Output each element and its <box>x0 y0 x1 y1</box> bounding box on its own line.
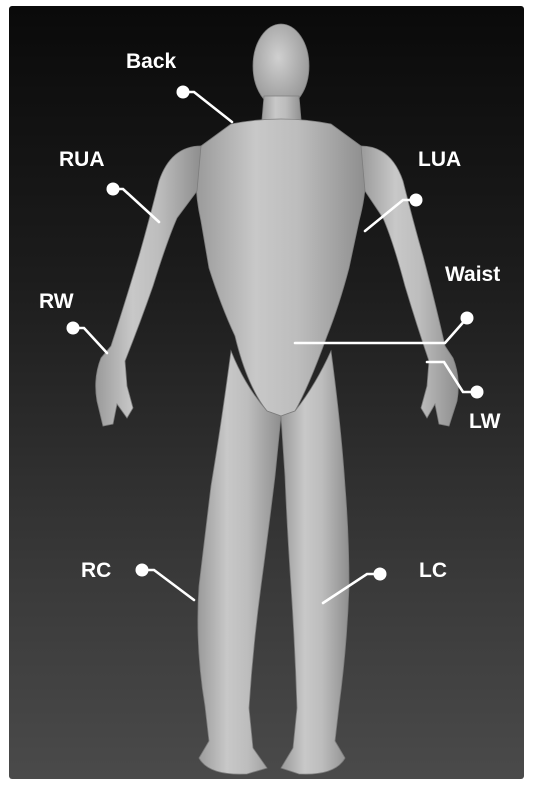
waist-marker <box>461 312 474 325</box>
back-leader <box>183 92 232 122</box>
rc-marker <box>136 564 149 577</box>
rc-label: RC <box>81 560 111 581</box>
lua-label: LUA <box>418 149 461 170</box>
body-diagram: Back RUA LUA Waist RW LW RC LC <box>9 6 524 779</box>
human-figure <box>9 6 524 779</box>
lc-marker <box>374 568 387 581</box>
right-leg <box>198 351 281 774</box>
head <box>253 24 309 108</box>
back-label: Back <box>126 51 176 72</box>
rua-marker <box>107 183 120 196</box>
waist-label: Waist <box>445 264 500 285</box>
rw-label: RW <box>39 291 74 312</box>
rw-marker <box>67 322 80 335</box>
torso <box>196 119 366 416</box>
back-marker <box>177 86 190 99</box>
left-leg <box>281 351 349 774</box>
lc-label: LC <box>419 560 447 581</box>
lua-marker <box>410 194 423 207</box>
lw-marker <box>471 386 484 399</box>
rua-leader <box>113 189 159 222</box>
rua-label: RUA <box>59 149 105 170</box>
lw-label: LW <box>469 411 501 432</box>
rc-leader <box>142 570 194 600</box>
left-arm <box>361 146 458 426</box>
